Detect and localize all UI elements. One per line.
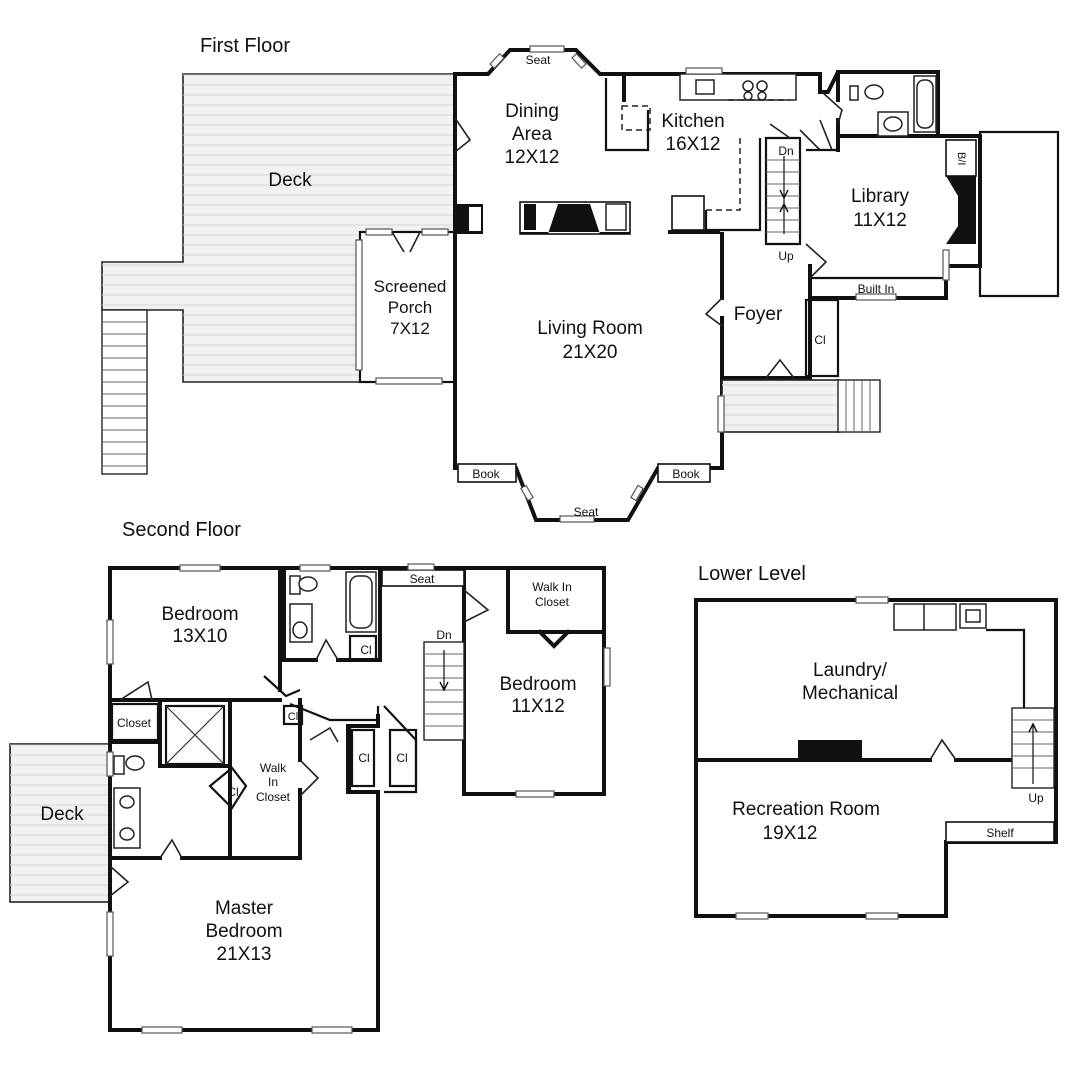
first-bath xyxy=(819,70,940,151)
master-suite xyxy=(106,698,353,1034)
first-deck-label: Deck xyxy=(268,170,312,191)
bedroom-nw-label-1: Bedroom xyxy=(161,604,238,625)
lower-level-title: Lower Level xyxy=(698,563,806,585)
walk-in-top-2: Closet xyxy=(535,595,570,609)
fireplace xyxy=(519,201,631,235)
bedroom-e-label-1: Bedroom xyxy=(499,674,576,695)
closet-label: Closet xyxy=(117,716,152,730)
living-label-1: Living Room xyxy=(537,318,643,339)
porch-label-1: Screened xyxy=(374,277,447,296)
bay-window-bottom xyxy=(457,463,711,523)
lower-up: Up xyxy=(1028,791,1044,805)
walk-in-mid-2: In xyxy=(268,775,278,789)
second-deck-label: Deck xyxy=(40,804,84,825)
first-floor: First Floor Deck Scre xyxy=(101,35,1060,523)
library-label-2: 11X12 xyxy=(853,210,907,231)
foyer xyxy=(704,232,881,433)
foyer-closet: Cl xyxy=(814,333,825,347)
library-label-1: Library xyxy=(851,186,910,207)
bay-window-top xyxy=(489,45,587,70)
kitchen-fixtures xyxy=(604,67,797,234)
cl-3: Cl xyxy=(358,751,369,765)
walk-in-top-1: Walk In xyxy=(532,580,572,594)
master-label-2: Bedroom xyxy=(205,921,282,942)
cl-2: Cl xyxy=(288,711,298,723)
dining-label-3: 12X12 xyxy=(505,147,560,168)
second-seat: Seat xyxy=(410,572,435,586)
first-up: Up xyxy=(778,249,794,263)
second-floor-title: Second Floor xyxy=(122,519,241,541)
master-label-1: Master xyxy=(215,898,274,919)
second-dn: Dn xyxy=(436,628,451,642)
seat-top: Seat xyxy=(526,53,551,67)
lower-stairs xyxy=(1011,707,1055,789)
library xyxy=(805,134,977,301)
kitchen-label-2: 16X12 xyxy=(666,134,721,155)
walk-in-mid-3: Closet xyxy=(256,790,291,804)
dining-label-2: Area xyxy=(512,124,553,145)
bi-note: B/I xyxy=(955,152,967,165)
cl-1: Cl xyxy=(360,643,371,657)
first-floor-title: First Floor xyxy=(200,35,290,57)
deck-stairs xyxy=(101,309,148,475)
bedroom-e-label-2: 11X12 xyxy=(511,696,565,717)
first-stairs xyxy=(764,123,821,246)
first-floor-outline xyxy=(453,48,982,522)
laundry-label-1: Laundry/ xyxy=(813,660,888,681)
built-in-note: Built In xyxy=(858,282,895,296)
recreation-label-1: Recreation Room xyxy=(732,799,880,820)
second-floor: Second Floor Deck Bedroom 13X10 xyxy=(9,519,611,1034)
recreation-label-2: 19X12 xyxy=(763,823,818,844)
screened-porch: Screened Porch 7X12 xyxy=(355,228,457,385)
lower-level: Lower Level Up Shelf xyxy=(694,563,1058,920)
walk-in-mid-1: Walk xyxy=(260,761,287,775)
laundry-label-2: Mechanical xyxy=(802,683,898,704)
foyer-label: Foyer xyxy=(734,304,783,325)
cl-5: Cl xyxy=(227,785,238,799)
second-stairs xyxy=(423,641,465,741)
first-dn: Dn xyxy=(778,144,793,158)
porch-label-2: Porch xyxy=(388,298,432,317)
dining-label-1: Dining xyxy=(505,101,559,122)
cl-4: Cl xyxy=(396,751,407,765)
kitchen-label-1: Kitchen xyxy=(661,111,724,132)
master-label-3: 21X13 xyxy=(217,944,272,965)
shelf-note: Shelf xyxy=(986,826,1014,840)
bedroom-nw-label-2: 13X10 xyxy=(173,626,228,647)
porch-label-3: 7X12 xyxy=(390,319,430,338)
second-floor-deck: Deck xyxy=(9,743,111,903)
living-label-2: 21X20 xyxy=(563,342,618,363)
first-floor-deck: Deck xyxy=(101,73,456,475)
laundry-fixtures xyxy=(855,596,1026,708)
second-bath-top xyxy=(282,564,382,662)
book-right: Book xyxy=(672,467,700,481)
right-side-outline xyxy=(978,130,1060,298)
book-left: Book xyxy=(472,467,500,481)
seat-bottom: Seat xyxy=(574,505,599,519)
